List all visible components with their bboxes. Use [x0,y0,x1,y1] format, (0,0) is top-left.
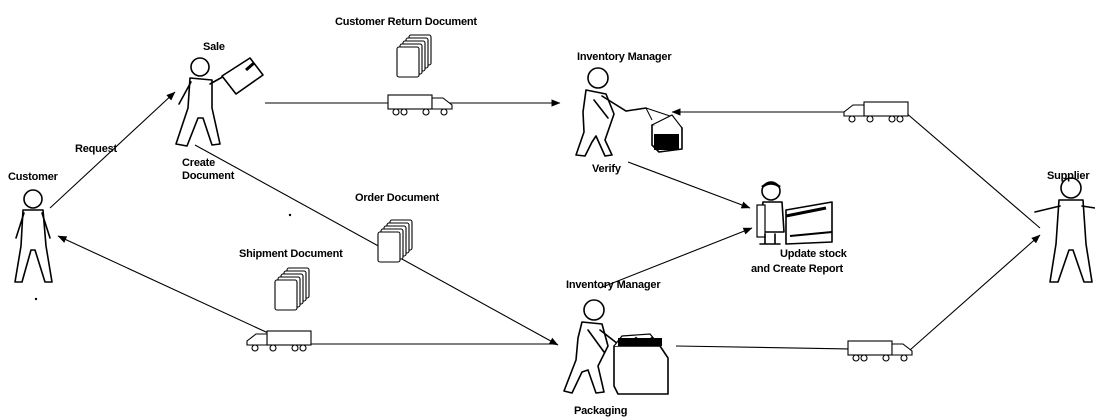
order-document-label: Order Document [355,192,440,204]
update-stock-worker-icon [756,181,833,245]
verify-label: Verify [592,163,622,175]
arrow-packaging-to-supplier [675,234,1041,351]
arrow-customer-to-sale [49,91,176,209]
create-document-label-line1: Create [182,157,215,169]
inventory-manager-bottom-label: Inventory Manager [566,279,661,291]
update-stock-label-line1: Update stock [780,248,848,260]
customer-return-document-label: Customer Return Document [335,16,477,28]
arrow-packaging-to-update-stock [599,227,753,289]
arrow-supplier-to-inventory-manager [671,108,1041,229]
arrow-verify-to-update-stock [627,161,751,209]
create-document-label-line2: Document [182,170,235,182]
shipment-document-label: Shipment Document [239,248,343,260]
truck-icon [843,101,909,123]
shipment-document-icon [274,267,310,311]
arrow-order-to-packaging [194,144,559,346]
customer-icon [14,189,53,283]
update-stock-label-line2: and Create Report [751,263,843,275]
supplier-label: Supplier [1047,170,1090,182]
truck-icon [847,340,913,362]
supplier-icon [1034,177,1095,283]
customer-return-document-icon [396,34,432,78]
request-label: Request [75,143,118,155]
packaging-label: Packaging [574,405,627,417]
inventory-manager-top-label: Inventory Manager [577,51,672,63]
sale-person-icon [175,57,264,147]
truck-icon [387,94,453,116]
customer-label: Customer [8,171,59,183]
sale-label: Sale [203,41,225,53]
order-document-icon [377,219,413,263]
inventory-manager-packaging-icon [563,299,669,395]
inventory-manager-verify-icon [575,67,683,157]
truck-icon [246,330,312,352]
